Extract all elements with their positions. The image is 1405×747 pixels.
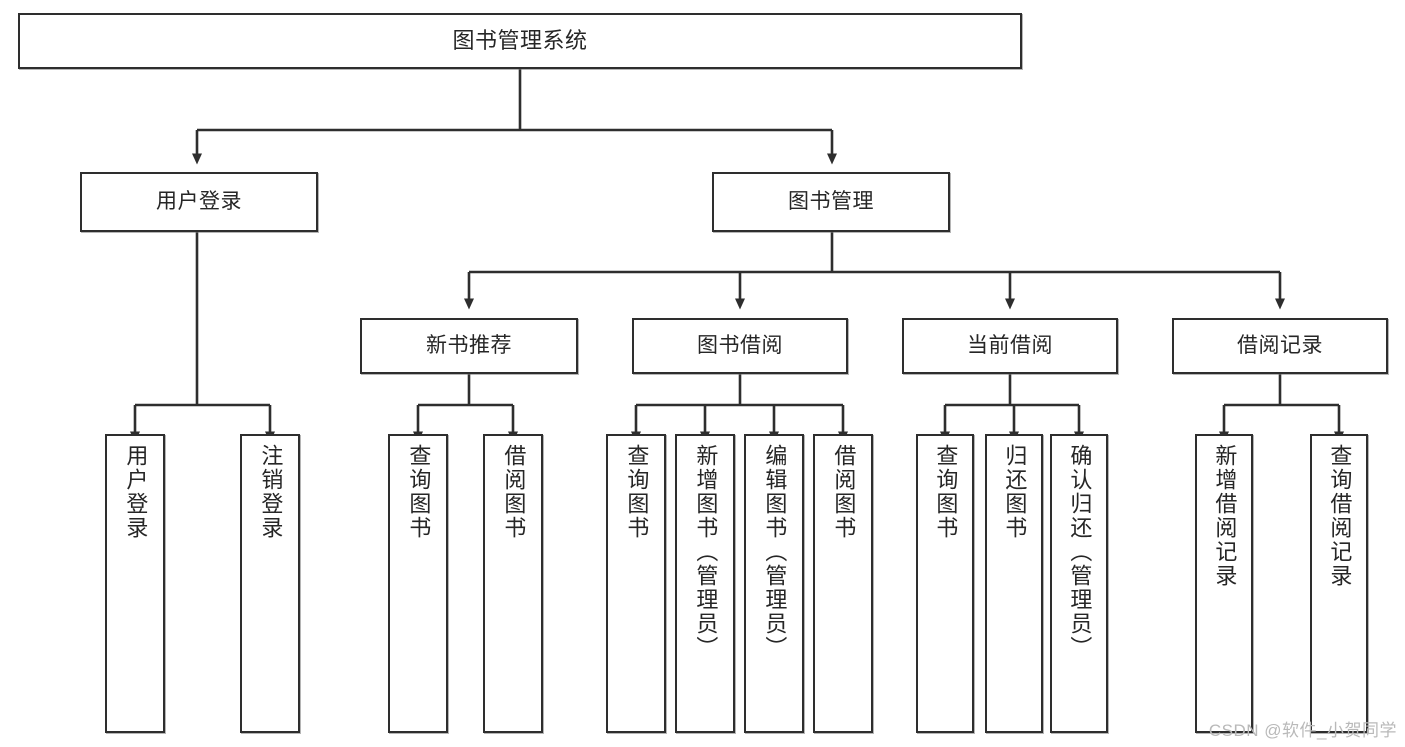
node-borrow-record[interactable]: 借阅记录	[1172, 318, 1388, 374]
node-label: 查询图书	[406, 444, 432, 540]
node-new-book-recommend[interactable]: 新书推荐	[360, 318, 578, 374]
node-user-login[interactable]: 用户登录	[80, 172, 318, 232]
node-label: 用户登录	[156, 190, 242, 214]
node-label: 归还图书	[1002, 444, 1028, 540]
node-label: 新增图书（管理员）	[693, 444, 719, 660]
leaf-add-borrow-record[interactable]: 新增借阅记录	[1195, 434, 1253, 733]
node-label: 查询图书	[624, 444, 650, 540]
node-book-borrow[interactable]: 图书借阅	[632, 318, 848, 374]
leaf-query-borrow-record[interactable]: 查询借阅记录	[1310, 434, 1368, 733]
node-label: 图书借阅	[697, 334, 783, 358]
leaf-add-book-admin[interactable]: 新增图书（管理员）	[675, 434, 735, 733]
leaf-confirm-return-admin[interactable]: 确认归还（管理员）	[1050, 434, 1108, 733]
leaf-borrow-book-recommend[interactable]: 借阅图书	[483, 434, 543, 733]
node-label: 查询图书	[933, 444, 959, 540]
leaf-logout[interactable]: 注销登录	[240, 434, 300, 733]
node-label: 查询借阅记录	[1327, 444, 1353, 588]
leaf-edit-book-admin[interactable]: 编辑图书（管理员）	[744, 434, 804, 733]
node-label: 新增借阅记录	[1212, 444, 1238, 588]
leaf-query-book-recommend[interactable]: 查询图书	[388, 434, 448, 733]
node-label: 借阅记录	[1237, 334, 1323, 358]
leaf-query-book-current[interactable]: 查询图书	[916, 434, 974, 733]
node-label: 新书推荐	[426, 334, 512, 358]
node-current-borrow[interactable]: 当前借阅	[902, 318, 1118, 374]
node-label: 确认归还（管理员）	[1067, 444, 1093, 660]
node-book-management[interactable]: 图书管理	[712, 172, 950, 232]
node-label: 借阅图书	[501, 444, 527, 540]
leaf-borrow-book[interactable]: 借阅图书	[813, 434, 873, 733]
node-label: 当前借阅	[967, 334, 1053, 358]
csdn-watermark: CSDN @软件_小贺同学	[1208, 721, 1397, 740]
leaf-user-login[interactable]: 用户登录	[105, 434, 165, 733]
node-label: 注销登录	[258, 444, 284, 540]
leaf-query-book-borrow[interactable]: 查询图书	[606, 434, 666, 733]
node-label: 用户登录	[123, 444, 149, 540]
node-root-system[interactable]: 图书管理系统	[18, 13, 1022, 69]
node-label: 图书管理	[788, 190, 874, 214]
node-label: 编辑图书（管理员）	[762, 444, 788, 660]
node-label: 借阅图书	[831, 444, 857, 540]
node-label: 图书管理系统	[452, 27, 588, 53]
leaf-return-book[interactable]: 归还图书	[985, 434, 1043, 733]
